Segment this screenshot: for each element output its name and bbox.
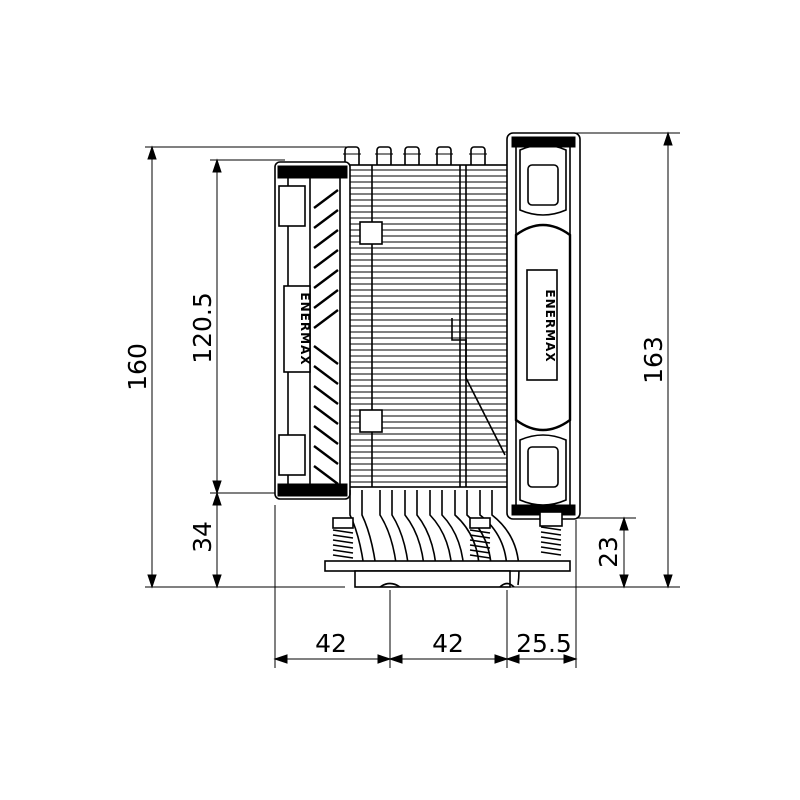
spring-coil — [469, 549, 491, 554]
dim-total-height-left: 160 — [123, 343, 152, 391]
fan-blade — [313, 269, 339, 289]
dim-width-middle: 42 — [432, 629, 464, 658]
heatpipe — [491, 490, 520, 586]
spring-coil — [332, 554, 354, 559]
rear-fan-logo: ENERMAX — [543, 289, 557, 362]
fan-blade — [313, 249, 339, 269]
spring-coil — [332, 529, 354, 534]
spring-coil — [332, 534, 354, 539]
heatpipe-cap — [376, 146, 392, 168]
spring-coil — [540, 526, 562, 531]
fan-blade — [313, 405, 339, 425]
fan-blade — [313, 209, 339, 229]
spring-coil — [469, 544, 491, 549]
dim-fan-height: 120.5 — [188, 292, 217, 364]
heatpipe-cap — [436, 146, 452, 168]
front-fan: ENERMAX — [274, 161, 351, 500]
heatpipe-caps — [343, 146, 487, 168]
fan-blade — [313, 345, 339, 365]
fan-blade — [313, 385, 339, 405]
spring-coil — [469, 539, 491, 544]
fan-blade — [313, 465, 339, 485]
spring-coil — [540, 541, 562, 546]
fan-blade — [313, 309, 339, 329]
fan-blade — [313, 425, 339, 445]
fan-blade — [313, 189, 339, 209]
spring-coil — [332, 539, 354, 544]
heatpipe-cap — [404, 146, 420, 168]
mounting-base — [324, 511, 571, 588]
spring-coil — [469, 529, 491, 534]
spring-coil — [469, 554, 491, 559]
spring-coil — [469, 534, 491, 539]
spring-coil — [540, 546, 562, 551]
spring-coil — [540, 531, 562, 536]
spring-coil — [332, 549, 354, 554]
spring-coil — [332, 544, 354, 549]
dim-clearance-left: 34 — [188, 521, 217, 553]
fan-blade — [313, 229, 339, 249]
heatpipe-cap — [470, 146, 486, 168]
fan-blade — [313, 365, 339, 385]
dim-clearance-right: 23 — [594, 536, 623, 568]
dim-total-height-right: 163 — [639, 336, 668, 384]
spring-coil — [540, 536, 562, 541]
heatsink-fin-stack — [347, 164, 514, 488]
dim-width-right: 25.5 — [516, 629, 572, 658]
rear-fan: ENERMAX — [506, 132, 581, 520]
dim-width-left: 42 — [315, 629, 347, 658]
spring-coil — [540, 551, 562, 556]
front-fan-logo: ENERMAX — [298, 292, 312, 365]
dimension-lines — [145, 131, 680, 668]
fan-blade — [313, 289, 339, 309]
fan-blade — [313, 445, 339, 465]
